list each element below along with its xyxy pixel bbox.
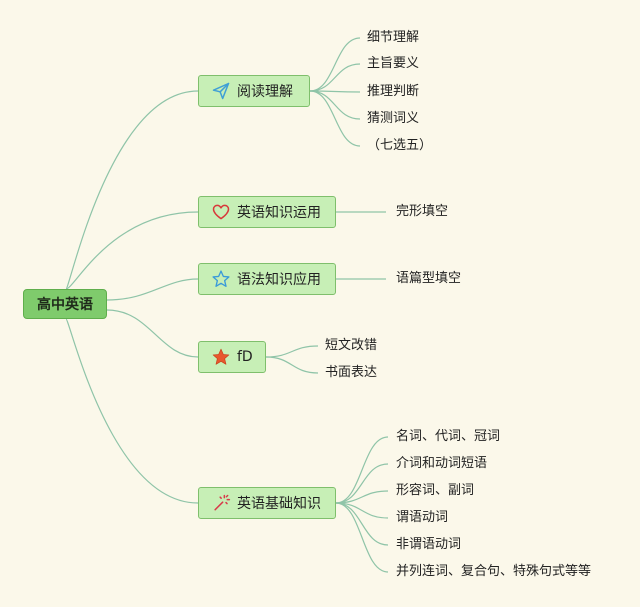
leaf-main-idea: 主旨要义 [367, 56, 420, 71]
connector-branch-4-leaf-5 [335, 502, 389, 573]
leaf-predicate-verbs: 谓语动词 [396, 510, 449, 525]
root-node[interactable]: 高中英语 [23, 289, 107, 319]
connector-root-branch-1 [65, 211, 199, 290]
connector-root-branch-0 [65, 90, 199, 290]
connector-branch-3-leaf-1 [265, 356, 319, 374]
branch-writing[interactable]: fD [198, 341, 266, 373]
branch-label: fD [237, 349, 253, 365]
branch-reading-comprehension[interactable]: 阅读理解 [198, 75, 310, 107]
leaf-cloze: 完形填空 [396, 204, 449, 219]
heart-icon [211, 202, 231, 222]
branch-grammar-knowledge-application[interactable]: 语法知识应用 [198, 263, 336, 295]
branch-label: 语法知识应用 [237, 272, 321, 288]
connector-root-branch-2 [106, 278, 199, 301]
leaf-prepositions-phrasal-verbs: 介词和动词短语 [396, 456, 488, 471]
leaf-conjunctions-complex-sentences: 并列连词、复合句、特殊句式等等 [396, 564, 592, 579]
connector-branch-0-leaf-0 [309, 37, 361, 92]
connector-branch-3-leaf-0 [265, 345, 319, 358]
connector-branch-0-leaf-1 [309, 63, 361, 92]
connector-branch-0-leaf-3 [309, 90, 361, 120]
leaf-word-guessing: 猜测词义 [367, 111, 420, 126]
leaf-adjectives-adverbs: 形容词、副词 [396, 483, 475, 498]
star-filled-icon [211, 347, 231, 367]
connector-branch-4-leaf-2 [335, 490, 389, 504]
leaf-nouns-pronouns-articles: 名词、代词、冠词 [396, 429, 501, 444]
leaf-seven-choose-five: （七选五） [367, 138, 433, 153]
branch-label: 阅读理解 [237, 84, 293, 100]
root-label: 高中英语 [37, 297, 93, 313]
connector-root-branch-4 [65, 318, 199, 504]
branch-label: 英语基础知识 [237, 496, 321, 512]
connector-root-branch-3 [106, 309, 199, 358]
branch-english-basic-knowledge[interactable]: 英语基础知识 [198, 487, 336, 519]
paper-plane-icon [211, 81, 231, 101]
leaf-error-correction: 短文改错 [325, 338, 378, 353]
connector-branch-0-leaf-4 [309, 90, 361, 147]
connector-branch-4-leaf-0 [335, 436, 389, 504]
leaf-grammar-fill: 语篇型填空 [396, 271, 462, 286]
connector-branch-4-leaf-4 [335, 502, 389, 546]
leaf-detail-comprehension: 细节理解 [367, 30, 420, 45]
leaf-inference: 推理判断 [367, 84, 420, 99]
leaf-non-predicate-verbs: 非谓语动词 [396, 537, 462, 552]
star-outline-icon [211, 269, 231, 289]
branch-label: 英语知识运用 [237, 205, 321, 221]
leaf-written-expression: 书面表达 [325, 365, 378, 380]
branch-english-knowledge-use[interactable]: 英语知识运用 [198, 196, 336, 228]
connector-branch-4-leaf-1 [335, 463, 389, 504]
magic-wand-icon [211, 493, 231, 513]
